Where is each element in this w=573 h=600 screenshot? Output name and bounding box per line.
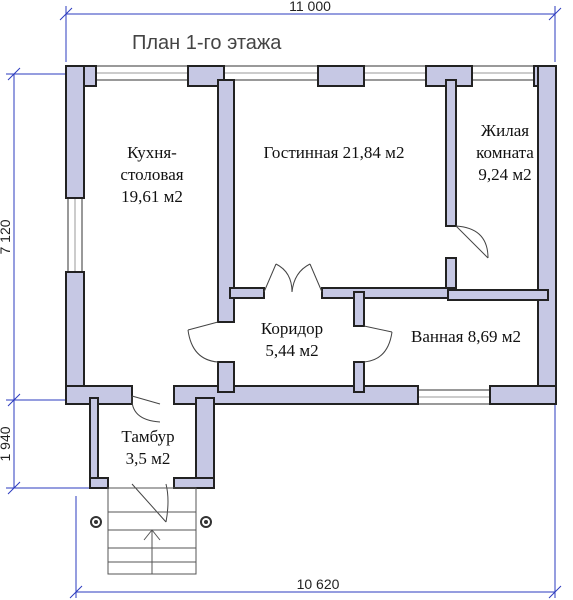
room-label-corridor: Коридор 5,44 м2 <box>261 319 323 360</box>
room-label-living: Гостинная 21,84 м2 <box>264 143 405 162</box>
walls <box>65 65 557 489</box>
svg-text:столовая: столовая <box>120 165 183 184</box>
room-label-kitchen: Кухня- столовая 19,61 м2 <box>120 143 183 206</box>
doors <box>131 225 489 523</box>
svg-text:комната: комната <box>476 143 534 162</box>
dimension-top-label: 11 000 <box>289 0 331 14</box>
svg-text:Ванная 8,69 м2: Ванная 8,69 м2 <box>411 327 521 346</box>
svg-text:3,5 м2: 3,5 м2 <box>126 449 171 468</box>
dimension-left: 7 120 1 940 <box>0 67 90 495</box>
dimension-top: 11 000 <box>59 0 562 62</box>
plan-title: План 1-го этажа <box>132 32 282 54</box>
dimension-left-porch-label: 1 940 <box>0 426 13 461</box>
svg-text:Коридор: Коридор <box>261 319 323 338</box>
svg-text:Жилая: Жилая <box>481 121 529 140</box>
dimension-left-main-label: 7 120 <box>0 219 13 254</box>
svg-text:5,44 м2: 5,44 м2 <box>265 341 318 360</box>
svg-text:19,61 м2: 19,61 м2 <box>121 187 183 206</box>
svg-text:9,24 м2: 9,24 м2 <box>478 165 531 184</box>
dimension-bottom: 10 620 <box>69 400 562 599</box>
svg-text:Кухня-: Кухня- <box>127 143 177 162</box>
entrance-stairs <box>90 487 212 575</box>
room-label-bedroom: Жилая комната 9,24 м2 <box>476 121 534 184</box>
svg-text:Гостинная 21,84 м2: Гостинная 21,84 м2 <box>264 143 405 162</box>
dimension-bottom-label: 10 620 <box>297 576 340 592</box>
room-label-bath: Ванная 8,69 м2 <box>411 327 521 346</box>
room-label-vestibule: Тамбур 3,5 м2 <box>121 427 174 468</box>
svg-text:Тамбур: Тамбур <box>121 427 174 446</box>
